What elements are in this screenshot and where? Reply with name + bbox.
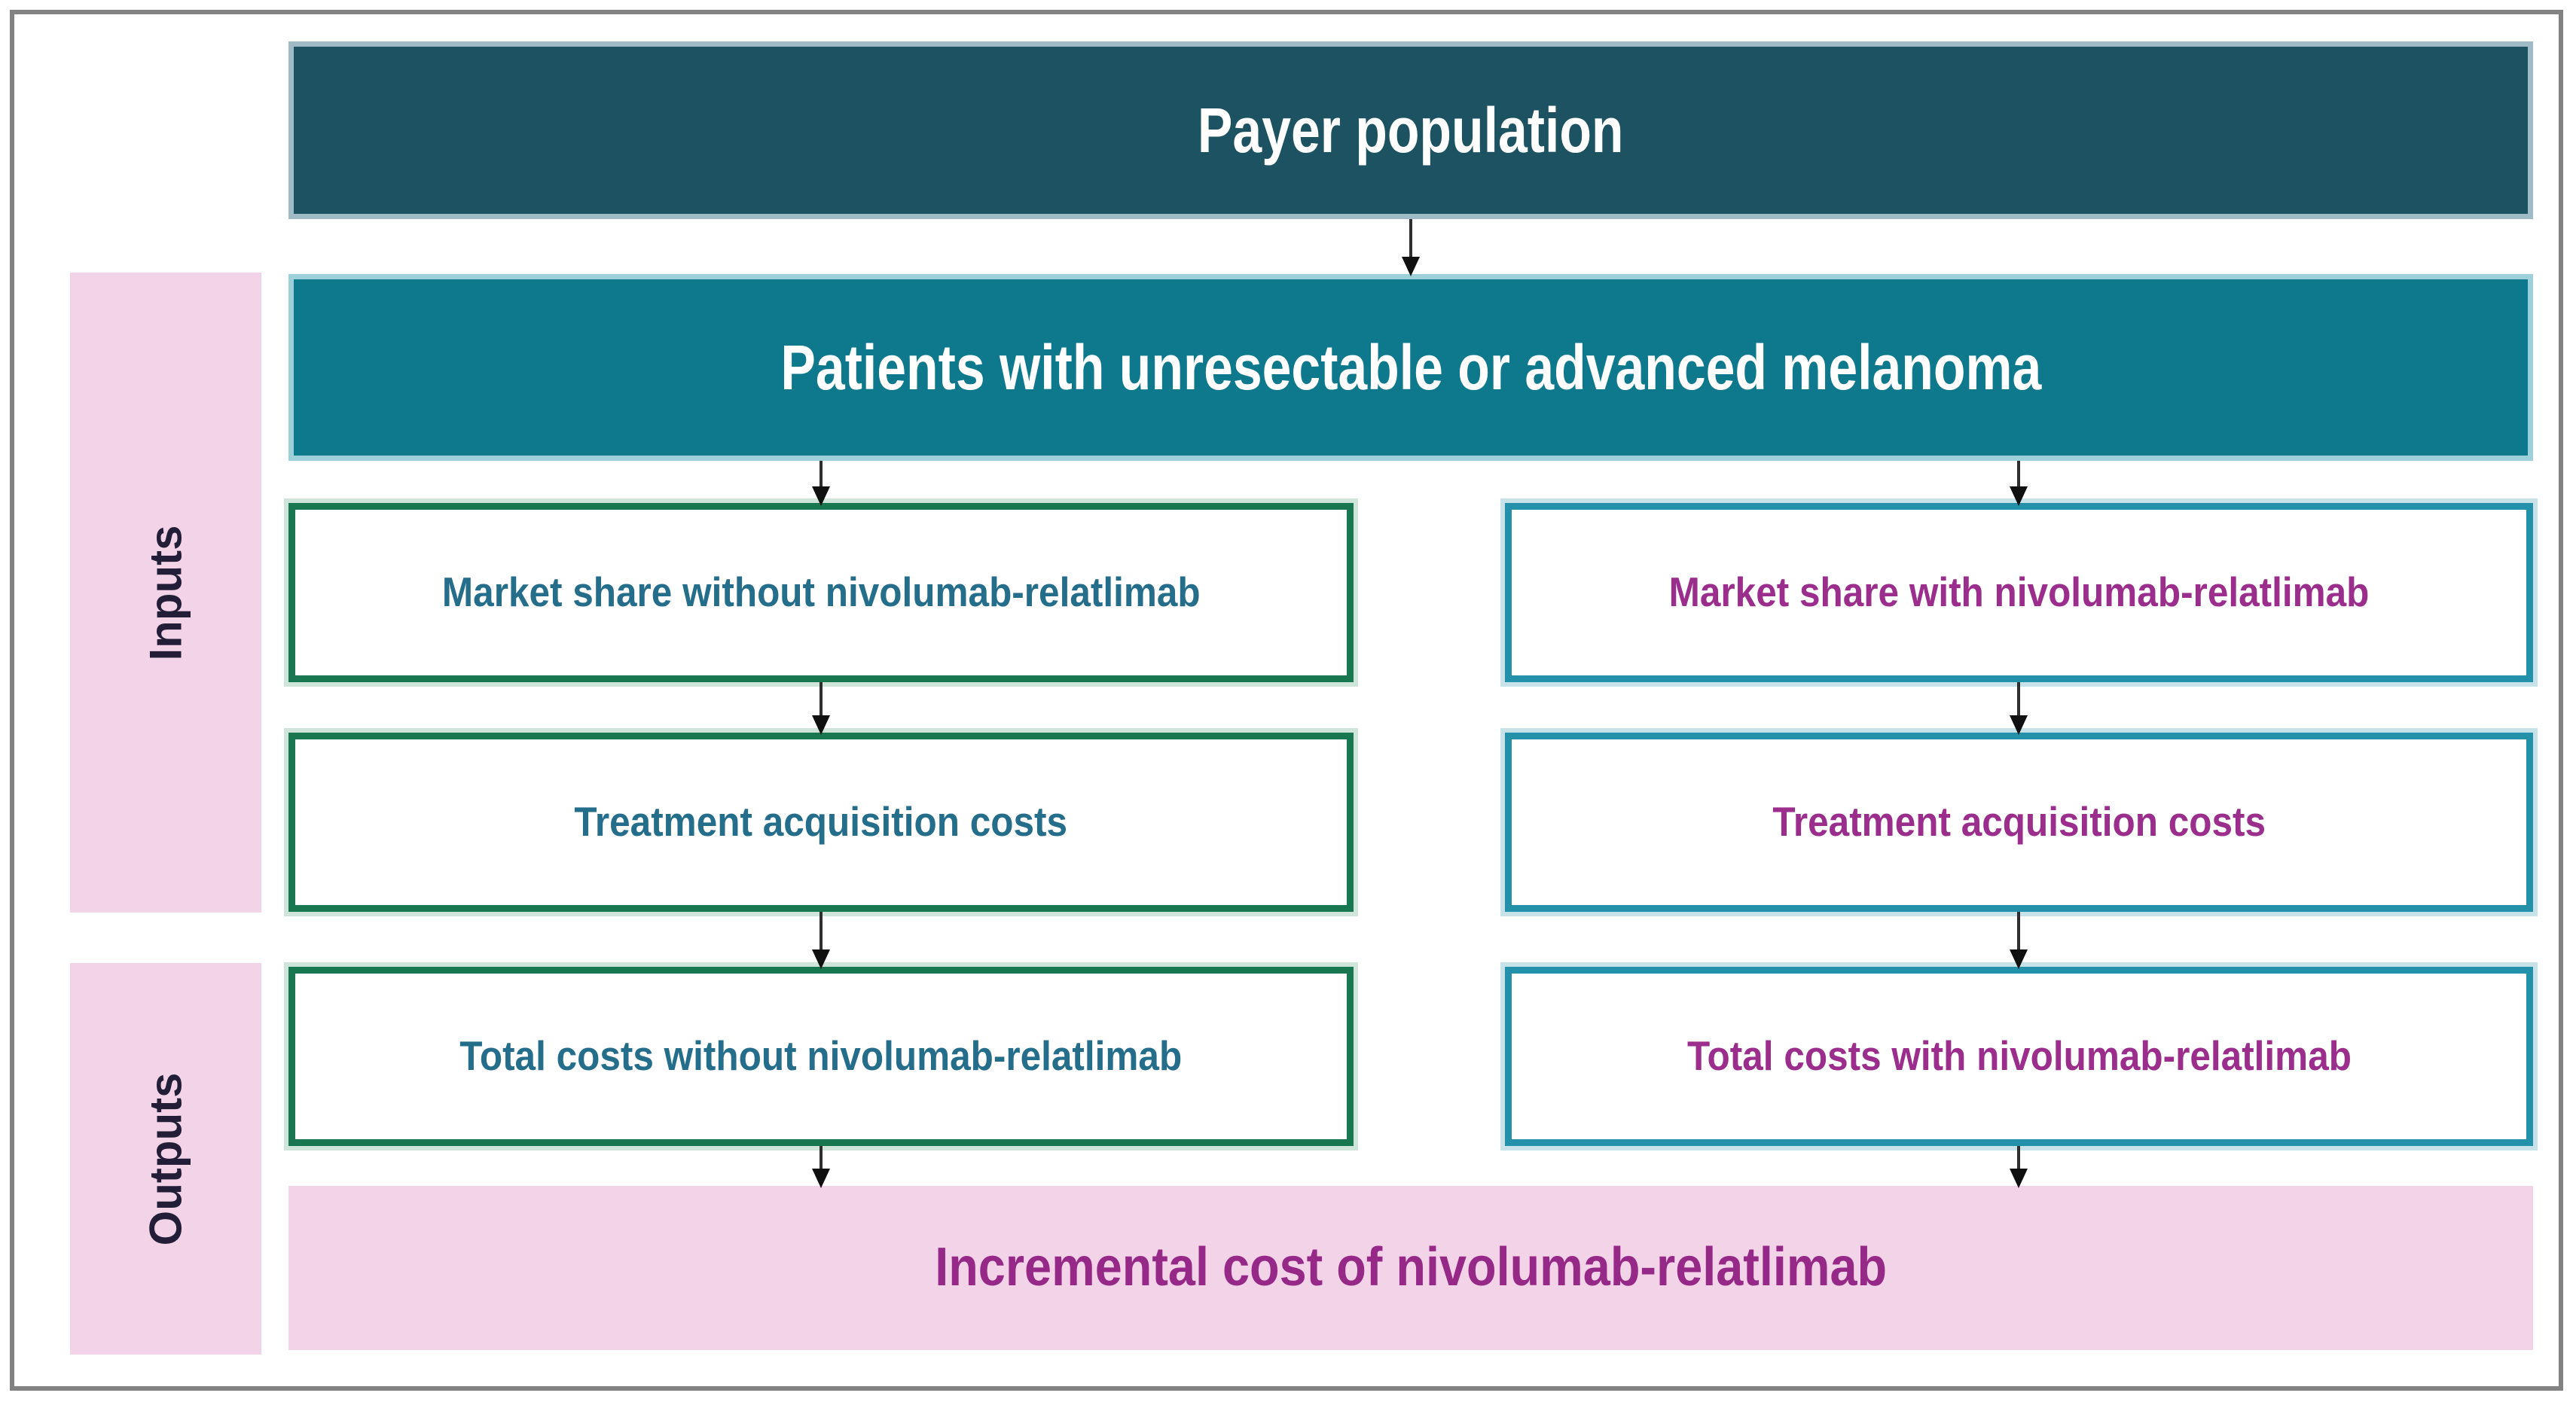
patients-population-box: Patients with unresectable or advanced m… — [288, 274, 2533, 461]
arrow-patients-to-market-with — [2007, 461, 2030, 506]
total-costs-without-label: Total costs without nivolumab-relatlimab — [459, 1032, 1183, 1080]
payer-population-label: Payer population — [1198, 94, 1624, 166]
market-share-with-box: Market share with nivolumab-relatlimab — [1505, 503, 2533, 682]
arrow-treatment-to-total-without — [810, 912, 832, 969]
payer-population-box: Payer population — [288, 41, 2533, 219]
arrow-shaft — [2017, 1146, 2020, 1170]
arrow-head-icon — [812, 715, 830, 735]
incremental-cost-box: Incremental cost of nivolumab-relatlimab — [288, 1186, 2533, 1350]
treatment-costs-with-box: Treatment acquisition costs — [1505, 733, 2533, 912]
market-share-without-label: Market share without nivolumab-relatlima… — [441, 568, 1201, 616]
incremental-cost-label: Incremental cost of nivolumab-relatlimab — [935, 1237, 1887, 1298]
arrow-total-to-incremental-with — [2007, 1146, 2030, 1188]
total-costs-with-label: Total costs with nivolumab-relatlimab — [1686, 1032, 2352, 1080]
arrow-patients-to-market-without — [810, 461, 832, 506]
arrow-shaft — [819, 1146, 823, 1170]
inputs-sidebar: Inputs — [70, 273, 261, 913]
arrow-head-icon — [812, 1169, 830, 1188]
arrow-head-icon — [2010, 1169, 2028, 1188]
treatment-costs-with-label: Treatment acquisition costs — [1772, 798, 2266, 846]
arrow-shaft — [819, 682, 823, 717]
arrow-head-icon — [1402, 257, 1420, 276]
arrow-head-icon — [2010, 486, 2028, 506]
arrow-market-to-treatment-with — [2007, 682, 2030, 735]
outputs-sidebar: Outputs — [70, 963, 261, 1355]
inputs-label: Inputs — [140, 525, 191, 660]
arrow-shaft — [1409, 219, 1412, 258]
patients-population-label: Patients with unresectable or advanced m… — [780, 331, 2041, 403]
arrow-shaft — [2017, 912, 2020, 951]
arrow-shaft — [819, 461, 823, 488]
arrow-total-to-incremental-without — [810, 1146, 832, 1188]
arrow-head-icon — [812, 949, 830, 969]
arrow-market-to-treatment-without — [810, 682, 832, 735]
treatment-costs-without-label: Treatment acquisition costs — [574, 798, 1068, 846]
total-costs-with-box: Total costs with nivolumab-relatlimab — [1505, 967, 2533, 1146]
arrow-head-icon — [2010, 715, 2028, 735]
arrow-shaft — [2017, 682, 2020, 717]
market-share-without-box: Market share without nivolumab-relatlima… — [288, 503, 1354, 682]
market-share-with-label: Market share with nivolumab-relatlimab — [1668, 568, 2370, 616]
arrow-shaft — [819, 912, 823, 951]
arrow-head-icon — [2010, 949, 2028, 969]
arrow-head-icon — [812, 486, 830, 506]
outputs-label: Outputs — [140, 1072, 191, 1245]
arrow-payer-to-patients — [1399, 219, 1422, 276]
treatment-costs-without-box: Treatment acquisition costs — [288, 733, 1354, 912]
arrow-shaft — [2017, 461, 2020, 488]
arrow-treatment-to-total-with — [2007, 912, 2030, 969]
total-costs-without-box: Total costs without nivolumab-relatlimab — [288, 967, 1354, 1146]
